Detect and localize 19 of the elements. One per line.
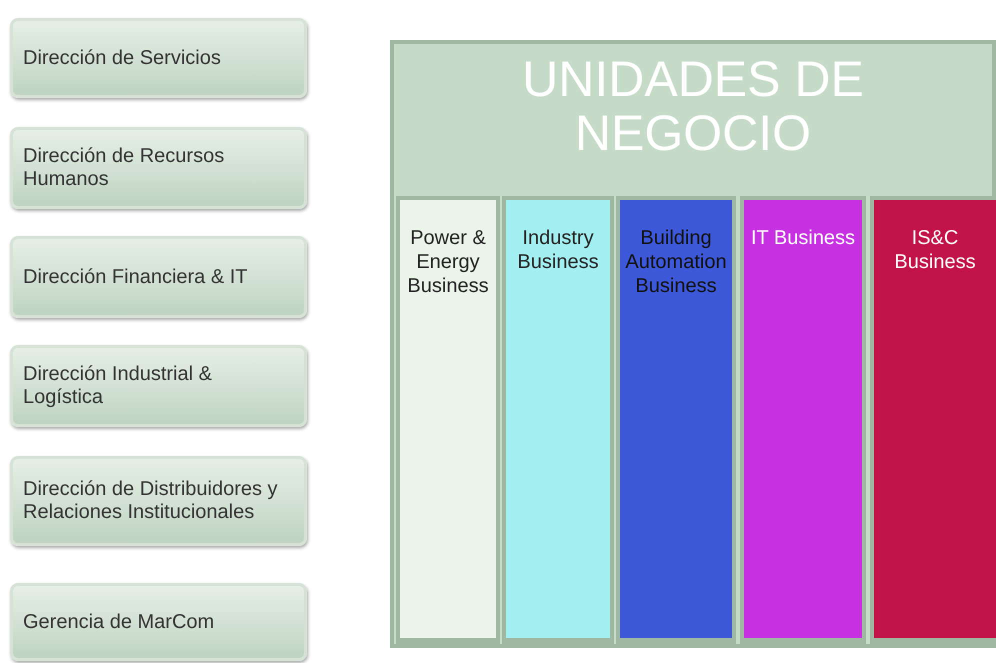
box-label: Dirección de Servicios	[23, 46, 221, 70]
menu-box	[10, 583, 307, 661]
box-label: Dirección de Recursos Humanos	[23, 145, 226, 191]
panel-title: UNIDADES DE NEGOCIO	[521, 52, 865, 160]
menu-box	[10, 236, 307, 318]
menu-box	[10, 18, 307, 98]
box-label: IT Business	[750, 226, 856, 250]
menu-box	[10, 456, 307, 546]
box-label: Dirección Financiera & IT	[23, 266, 248, 288]
box-label: Building Automation Business	[624, 226, 728, 298]
box-label: IS&C Business	[893, 226, 977, 274]
box-label: Dirección de Distribuidores y Relaciones Institucionales	[23, 478, 279, 524]
box-label: Gerencia de MarCom	[23, 610, 214, 634]
menu-box	[10, 127, 307, 209]
title-panel	[390, 40, 996, 648]
box-label: Power & Energy Business	[406, 226, 490, 298]
box-label: Industry Business	[516, 226, 600, 274]
menu-box	[10, 345, 307, 427]
box-label: Dirección Industrial & Logística	[23, 363, 213, 409]
